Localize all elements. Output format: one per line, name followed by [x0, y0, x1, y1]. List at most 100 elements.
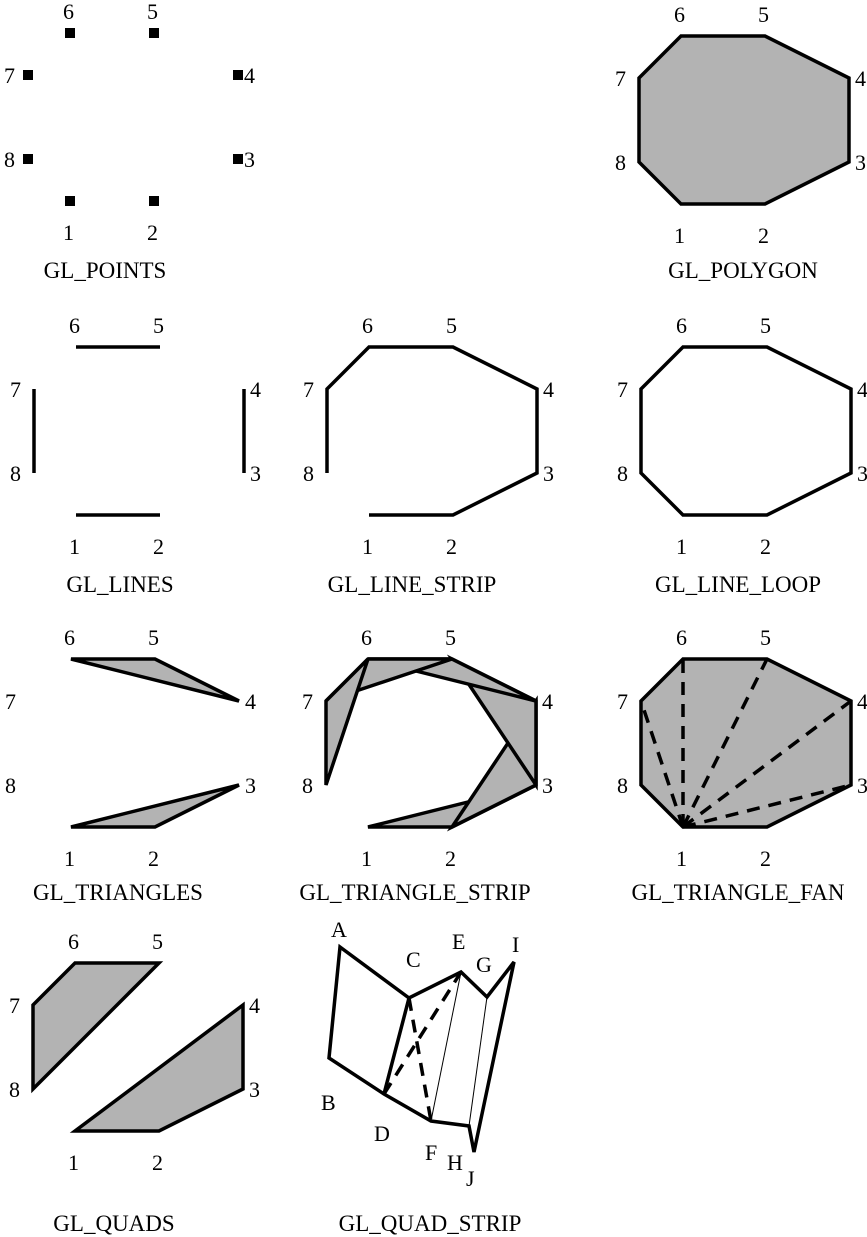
vertex-label-7: 7	[302, 689, 313, 714]
quad-strip-label-j: J	[466, 1166, 475, 1191]
vertex-label-4: 4	[855, 66, 866, 91]
vertex-label-8: 8	[302, 773, 313, 798]
line-strip-path	[325, 345, 539, 517]
vertex-label-8: 8	[4, 147, 15, 172]
quad-strip-outline	[327, 943, 516, 1153]
vertex-point	[65, 28, 75, 38]
hidden-edge	[382, 971, 463, 1095]
panel-caption: GL_QUADS	[53, 1211, 174, 1236]
panel-caption: GL_TRIANGLE_STRIP	[299, 880, 530, 905]
vertex-label-3: 3	[249, 1077, 260, 1102]
vertex-label-4: 4	[249, 993, 260, 1018]
vertex-label-7: 7	[617, 689, 628, 714]
vertex-point	[149, 28, 159, 38]
vertex-label-5: 5	[760, 625, 771, 650]
quad-strip-label-f: F	[425, 1140, 437, 1165]
quad	[31, 961, 164, 1094]
vertex-label-5: 5	[147, 0, 158, 24]
vertex-label-4: 4	[245, 689, 256, 714]
vertex-point	[23, 154, 33, 164]
vertex-label-5: 5	[153, 313, 164, 338]
vertex-label-7: 7	[5, 689, 16, 714]
vertex-label-3: 3	[543, 461, 554, 486]
strip-triangle	[324, 657, 370, 786]
vertex-point	[149, 196, 159, 206]
fan-outline	[639, 657, 853, 829]
vertex-label-2: 2	[760, 534, 771, 559]
vertex-label-2: 2	[760, 846, 771, 871]
vertex-label-1: 1	[69, 534, 80, 559]
vertex-label-8: 8	[617, 773, 628, 798]
thin-edge	[430, 971, 462, 1122]
vertex-label-4: 4	[857, 377, 867, 402]
line-loop-path	[639, 345, 853, 517]
vertex-label-4: 4	[250, 377, 261, 402]
triangle	[70, 783, 240, 829]
vertex-label-2: 2	[148, 846, 159, 871]
vertex-label-6: 6	[63, 0, 74, 24]
quad-edge	[382, 997, 411, 1095]
vertex-label-1: 1	[68, 1150, 79, 1175]
triangle	[70, 657, 240, 703]
vertex-label-6: 6	[64, 625, 75, 650]
hidden-edge	[407, 997, 433, 1122]
vertex-label-6: 6	[676, 625, 687, 650]
vertex-label-1: 1	[674, 223, 685, 248]
vertex-label-5: 5	[446, 313, 457, 338]
fan-edge	[681, 658, 769, 828]
vertex-label-1: 1	[64, 846, 75, 871]
vertex-label-1: 1	[676, 534, 687, 559]
vertex-label-5: 5	[148, 625, 159, 650]
panel-caption: GL_POINTS	[44, 258, 167, 283]
fan-edge	[639, 700, 685, 828]
vertex-label-4: 4	[857, 689, 867, 714]
vertex-label-1: 1	[361, 846, 372, 871]
vertex-label-6: 6	[69, 313, 80, 338]
vertex-label-2: 2	[758, 223, 769, 248]
vertex-label-5: 5	[152, 929, 163, 954]
vertex-label-5: 5	[445, 625, 456, 650]
vertex-label-1: 1	[676, 846, 687, 871]
vertex-label-8: 8	[615, 150, 626, 175]
vertex-label-8: 8	[617, 461, 628, 486]
panel-caption: GL_QUAD_STRIP	[339, 1211, 522, 1236]
quad-strip-label-d: D	[374, 1121, 390, 1146]
vertex-label-7: 7	[617, 377, 628, 402]
panel-caption: GL_TRIANGLE_FAN	[632, 880, 845, 905]
vertex-label-6: 6	[68, 929, 79, 954]
vertex-label-3: 3	[542, 773, 553, 798]
vertex-label-3: 3	[857, 461, 867, 486]
vertex-label-2: 2	[153, 534, 164, 559]
fan-edge	[682, 783, 852, 829]
vertex-label-4: 4	[542, 689, 553, 714]
vertex-label-7: 7	[303, 377, 314, 402]
quad-strip-label-c: C	[406, 947, 421, 972]
panel-caption: GL_LINE_LOOP	[655, 572, 821, 597]
vertex-label-6: 6	[674, 2, 685, 27]
vertex-label-4: 4	[244, 63, 255, 88]
vertex-label-5: 5	[760, 313, 771, 338]
vertex-label-2: 2	[445, 846, 456, 871]
quad-strip-label-b: B	[321, 1090, 336, 1115]
quad-strip-label-i: I	[512, 932, 519, 957]
vertex-label-8: 8	[303, 461, 314, 486]
vertex-label-8: 8	[10, 461, 21, 486]
vertex-label-7: 7	[9, 993, 20, 1018]
vertex-label-5: 5	[758, 2, 769, 27]
vertex-label-7: 7	[4, 63, 15, 88]
vertex-point	[65, 196, 75, 206]
thin-edge	[468, 996, 488, 1127]
quad-strip-label-h: H	[447, 1150, 463, 1175]
quad-strip-label-g: G	[476, 952, 492, 977]
vertex-label-2: 2	[147, 220, 158, 245]
